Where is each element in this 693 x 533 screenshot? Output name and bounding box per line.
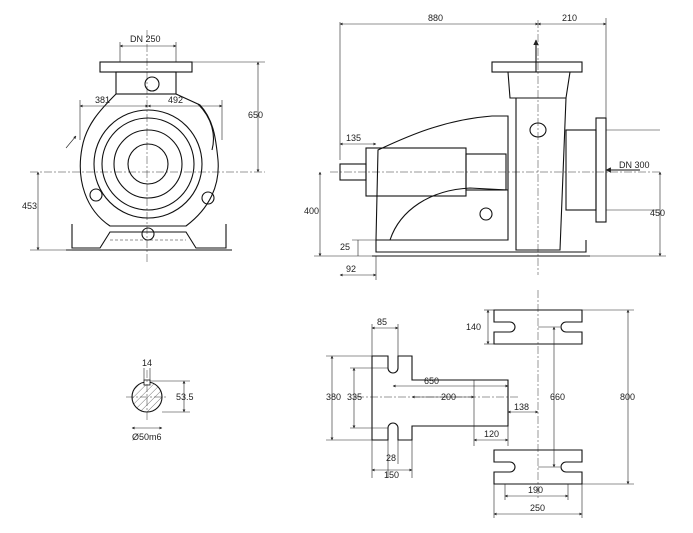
dim-190: 190	[528, 485, 543, 495]
dn-outlet-label: DN 250	[130, 34, 161, 44]
dim-453: 453	[22, 201, 37, 211]
dim-800: 800	[620, 392, 635, 402]
dim-650-plan: 650	[424, 376, 439, 386]
dim-120: 120	[484, 429, 499, 439]
dim-92: 92	[346, 264, 356, 274]
dim-660: 660	[550, 392, 565, 402]
dim-400: 400	[304, 206, 319, 216]
shaft-section: 14 53.5 Ø50m6	[126, 358, 194, 442]
dim-335: 335	[347, 392, 362, 402]
dim-880: 880	[428, 13, 443, 23]
dim-138: 138	[514, 402, 529, 412]
dim-250: 250	[530, 503, 545, 513]
dim-380: 380	[326, 392, 341, 402]
dim-381: 381	[95, 95, 110, 105]
dim-492: 492	[168, 95, 183, 105]
dim-key-14: 14	[142, 358, 152, 368]
dim-53-5: 53.5	[176, 392, 194, 402]
dim-200: 200	[441, 392, 456, 402]
dim-28: 28	[386, 453, 396, 463]
dn-inlet-label: DN 300	[619, 160, 650, 170]
dim-450: 450	[650, 208, 665, 218]
side-view: DN 300 880 210 135 400 25 92	[304, 13, 666, 280]
dim-85: 85	[377, 317, 387, 327]
dim-135: 135	[346, 133, 361, 143]
dim-150: 150	[384, 470, 399, 480]
foundation-plan: 85 140 380 335 650 200 138 120 28	[326, 290, 635, 518]
shaft-diameter: Ø50m6	[132, 432, 162, 442]
dim-25: 25	[340, 242, 350, 252]
front-view: DN 250 381 492 650 453	[22, 30, 265, 262]
dim-140: 140	[466, 322, 481, 332]
dim-650: 650	[248, 110, 263, 120]
dim-210: 210	[562, 13, 577, 23]
